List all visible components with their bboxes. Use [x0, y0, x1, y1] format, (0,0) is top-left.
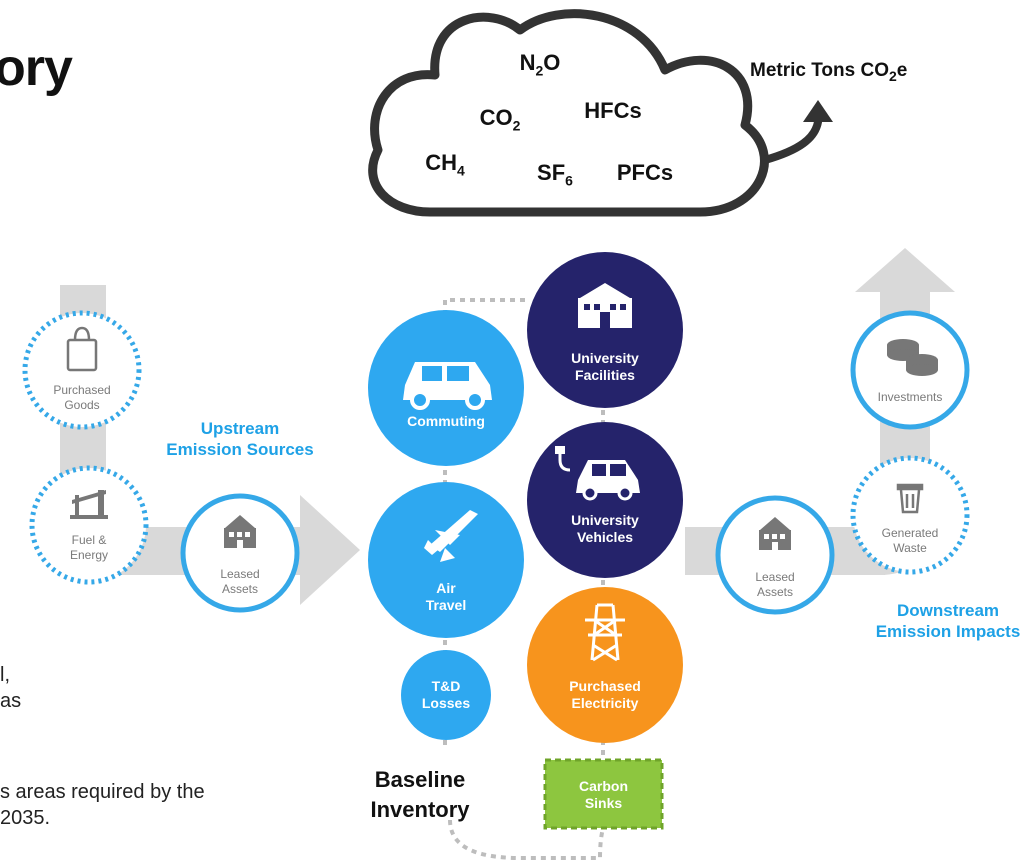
electric-car-icon: [555, 446, 640, 501]
upstream-leased-assets-circle: [180, 493, 300, 613]
generated-waste-circle: [850, 455, 970, 575]
commuting-label: Commuting: [407, 413, 485, 429]
gas-label-n2o: N2O: [519, 50, 561, 79]
gas-label-ch4: CH4: [425, 150, 465, 179]
building-icon: [759, 517, 791, 550]
university-building-icon: [578, 283, 632, 328]
gas-label-co2: CO2: [479, 105, 521, 134]
gas-label-hfcs: HFCs: [584, 98, 642, 123]
body-text-fragment: 2035.: [0, 807, 51, 829]
shopping-bag-icon: [66, 326, 98, 372]
investments-label: Investments: [877, 390, 943, 404]
university-vehicles-circle: [527, 422, 683, 578]
body-text-fragment: s areas required by the: [0, 781, 205, 803]
upstream-arrowhead-icon: [300, 495, 360, 605]
body-text-fragment: as: [0, 690, 22, 712]
coins-icon: [887, 339, 938, 376]
cloud-output-arrow: [761, 118, 822, 164]
td-losses-circle: [401, 650, 491, 740]
trash-bin-icon: [896, 483, 924, 514]
metric-tons-label: Metric Tons CO2e: [750, 60, 908, 84]
carbon-sinks-box: [543, 758, 664, 830]
gas-label-sf6: SF6: [537, 160, 573, 189]
fuel-energy-label: Fuel &Energy: [69, 533, 109, 562]
fuel-energy-circle: [29, 465, 149, 585]
oil-pump-icon: [70, 490, 108, 519]
car-icon: [403, 362, 492, 410]
power-tower-icon: [585, 603, 625, 662]
airplane-icon: [424, 510, 478, 562]
downstream-arrowhead-icon: [855, 248, 955, 292]
university-facilities-circle: [527, 252, 683, 408]
page-title: ory: [0, 39, 73, 97]
building-icon: [224, 515, 256, 548]
body-text-fragment: l,: [0, 664, 10, 686]
gas-label-pfcs: PFCs: [616, 160, 674, 185]
downstream-leased-assets-circle: [715, 495, 835, 615]
arrowhead-icon: [803, 100, 833, 122]
purchased-electricity-circle: [527, 587, 683, 743]
cloud-shape: [368, 9, 769, 217]
